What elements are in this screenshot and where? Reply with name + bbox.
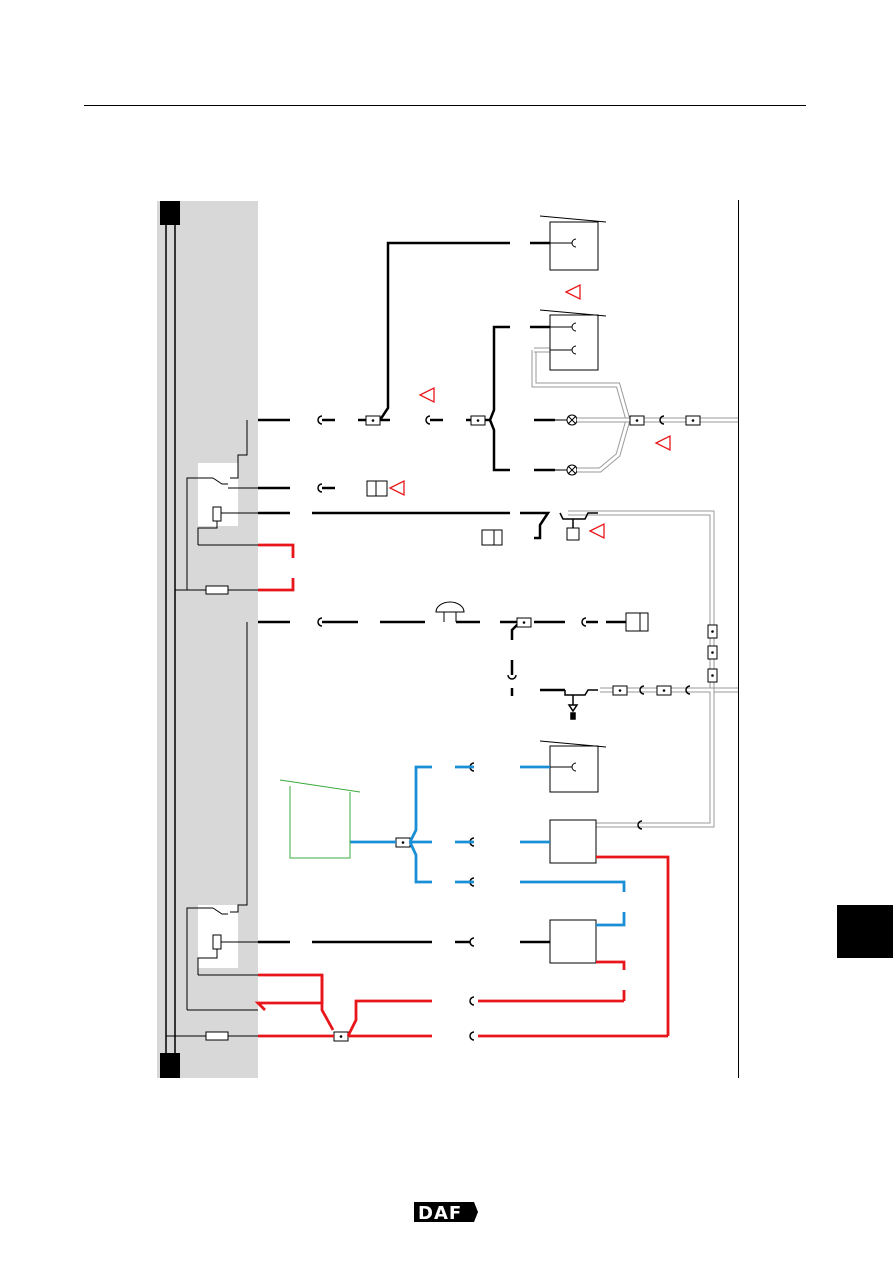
relay-upper-wire-c (197, 521, 218, 545)
section-tab (837, 905, 893, 958)
logo-text: DAF (418, 1203, 462, 1224)
relay-upper-wire-b (186, 477, 213, 590)
horn-icon (435, 601, 465, 622)
lamp-upper (566, 414, 578, 426)
green-component (279, 779, 361, 859)
blue-wires (350, 765, 626, 927)
relay-lower-wire-c (197, 949, 218, 975)
relay-lower (198, 905, 238, 968)
component-box-tops (539, 215, 607, 748)
outlined-wires (531, 347, 738, 828)
relay-upper (198, 463, 238, 526)
plug-connectors (317, 415, 691, 1041)
relay-upper-wire-a (230, 420, 248, 479)
fuse-lower (205, 1031, 229, 1041)
diagram-right-border (738, 200, 739, 1078)
relay-lower-wire-b (186, 907, 213, 1010)
bus-bar-bottom (160, 1053, 180, 1078)
connector-boxes (333, 415, 718, 1042)
black-wires (258, 241, 626, 944)
switch-symbols (559, 512, 598, 720)
connector-dots (339, 419, 714, 1038)
box-pins (550, 238, 577, 772)
relay-upper-contact (212, 477, 228, 485)
lamp-lower (566, 464, 578, 476)
component-boxes (549, 221, 599, 964)
header-rule (84, 105, 806, 106)
fuse-upper (205, 585, 229, 595)
warning-triangles (388, 283, 671, 540)
relay-lower-contact (212, 907, 228, 915)
relay-lower-wire-a (230, 622, 248, 913)
red-wires (254, 543, 670, 1038)
small-components (366, 480, 649, 632)
daf-logo: DAF (414, 1202, 478, 1224)
bus-bar-top (160, 201, 180, 225)
